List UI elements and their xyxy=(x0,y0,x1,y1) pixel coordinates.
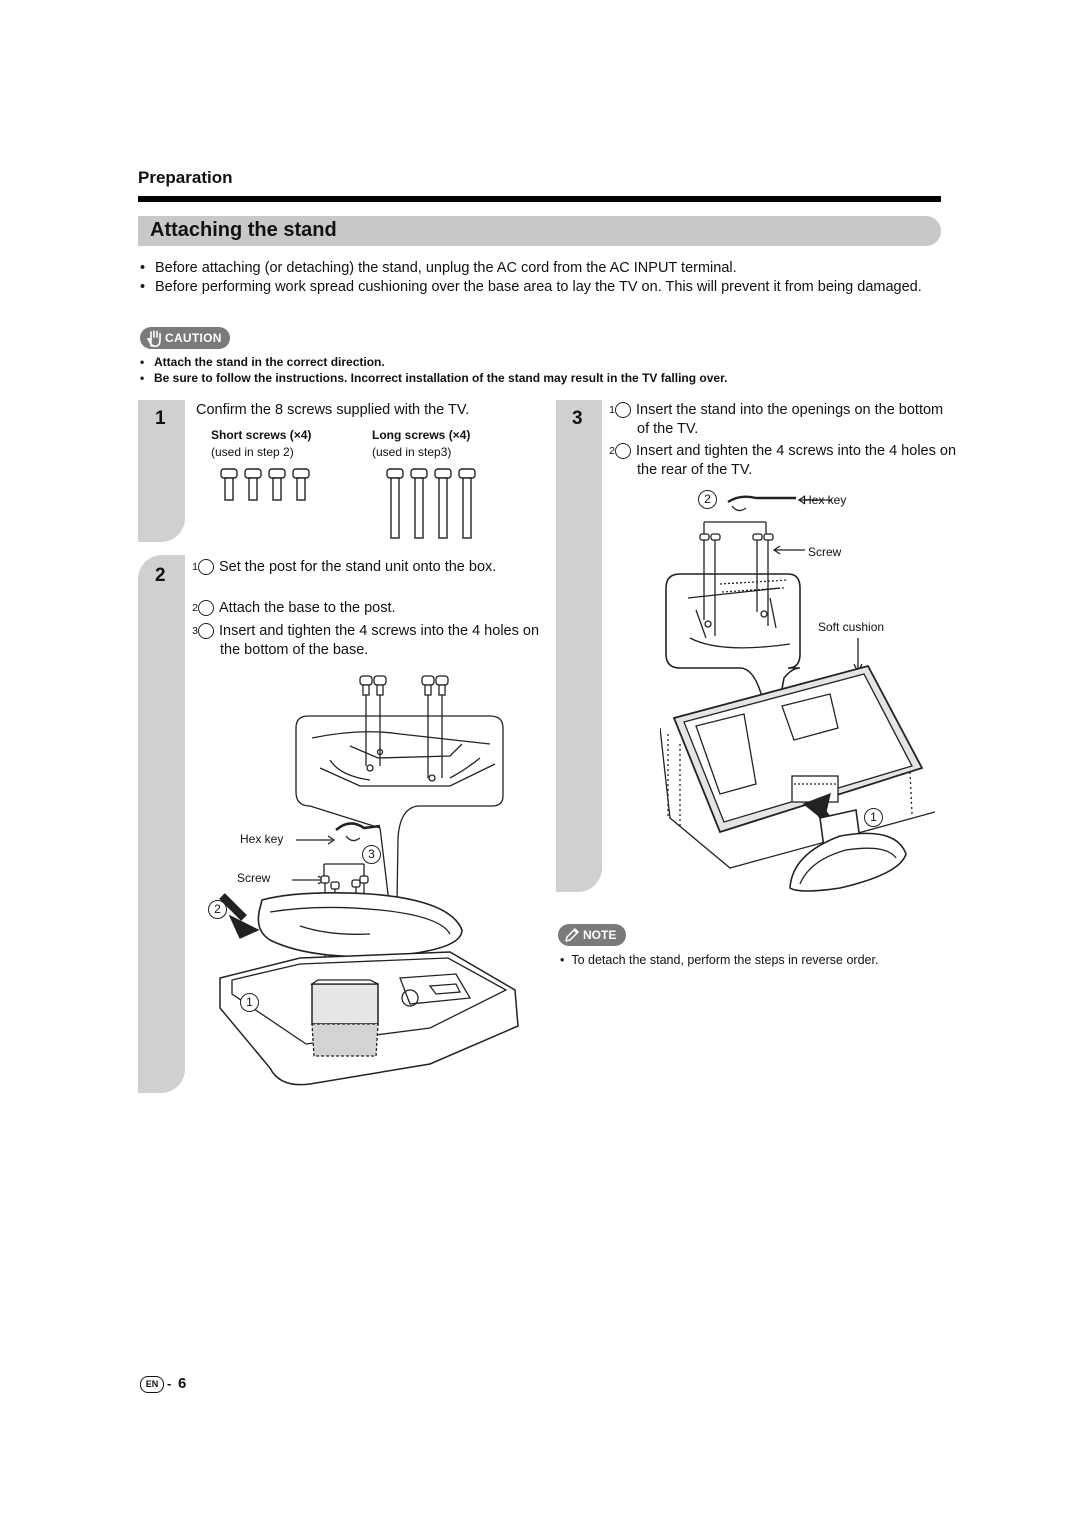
long-screws-label: Long screws (×4) xyxy=(372,428,471,442)
step3-hex-key-label: Hex key xyxy=(803,493,847,507)
step2-illustration xyxy=(219,675,519,1086)
step3-item: 2 Insert and tighten the 4 screws into th… xyxy=(609,442,957,479)
caution-badge: CAUTION xyxy=(140,327,230,349)
note-badge: NOTE xyxy=(558,924,626,946)
step-marker: 2 xyxy=(609,443,631,459)
soft-cushion-label: Soft cushion xyxy=(818,620,885,634)
short-screws-label: Short screws (×4) xyxy=(211,428,312,442)
step2-number: 2 xyxy=(155,565,166,586)
short-screws-illustration xyxy=(220,468,310,501)
caution-label: CAUTION xyxy=(165,331,222,345)
step3-screw-label: Screw xyxy=(808,545,842,559)
intro-bullets: Before attaching (or detaching) the stan… xyxy=(140,259,930,296)
step-marker: 1 xyxy=(192,559,214,575)
step3-illustration xyxy=(660,495,935,892)
step2-item: 2 Attach the base to the post. xyxy=(192,599,540,618)
long-screws-sub: (used in step3) xyxy=(372,445,452,459)
intro-bullet: Before performing work spread cushioning… xyxy=(140,278,930,297)
step2-item-text: Insert and tighten the 4 screws into the… xyxy=(219,623,540,658)
long-screws-illustration xyxy=(386,468,476,539)
step3-item: 1 Insert the stand into the openings on t… xyxy=(609,401,957,438)
step-marker: 1 xyxy=(609,402,631,418)
step1-text: Confirm the 8 screws supplied with the T… xyxy=(196,402,470,418)
step2-callout-2: 2 xyxy=(208,900,227,919)
title-bar: Attaching the stand xyxy=(138,216,941,246)
step3-item-text: Insert the stand into the openings on th… xyxy=(636,402,944,437)
page-title: Attaching the stand xyxy=(150,219,337,241)
step3-callout-1: 1 xyxy=(864,808,883,827)
caution-item: Attach the stand in the correct directio… xyxy=(140,354,940,370)
step2-item: 3 Insert and tighten the 4 screws into th… xyxy=(192,622,540,659)
step3-number: 3 xyxy=(572,408,583,429)
step2-callout-1: 1 xyxy=(240,993,259,1012)
footer-separator: - xyxy=(167,1376,172,1391)
hand-icon xyxy=(146,330,161,348)
step2-item-text: Set the post for the stand unit onto the… xyxy=(219,559,497,575)
note-item-text: To detach the stand, perform the steps i… xyxy=(571,953,879,967)
step2-callout-3: 3 xyxy=(362,845,381,864)
language-badge: EN xyxy=(140,1376,164,1393)
step1-number: 1 xyxy=(155,408,166,429)
step1-tab xyxy=(138,400,185,542)
step2-hex-key-label: Hex key xyxy=(240,832,284,846)
header-rule xyxy=(138,196,941,202)
step-marker: 3 xyxy=(192,623,214,639)
step3-callout-2: 2 xyxy=(698,490,717,509)
short-screws-sub: (used in step 2) xyxy=(211,445,294,459)
caution-list: Attach the stand in the correct directio… xyxy=(140,354,940,386)
screw-icon xyxy=(359,675,449,696)
pencil-icon xyxy=(565,928,579,942)
step2-screw-label: Screw xyxy=(237,871,271,885)
step2-item: 1 Set the post for the stand unit onto th… xyxy=(192,558,540,577)
step2-tab xyxy=(138,555,185,1093)
step3-tab xyxy=(556,400,602,892)
note-item: • To detach the stand, perform the steps… xyxy=(560,953,879,967)
step2-item-text: Attach the base to the post. xyxy=(219,600,396,616)
note-label: NOTE xyxy=(583,928,617,942)
step3-item-text: Insert and tighten the 4 screws into the… xyxy=(636,443,957,478)
step-marker: 2 xyxy=(192,600,214,616)
intro-bullet: Before attaching (or detaching) the stan… xyxy=(140,259,930,278)
section-label: Preparation xyxy=(138,168,233,187)
page-number: 6 xyxy=(178,1375,187,1392)
caution-item: Be sure to follow the instructions. Inco… xyxy=(140,370,940,386)
